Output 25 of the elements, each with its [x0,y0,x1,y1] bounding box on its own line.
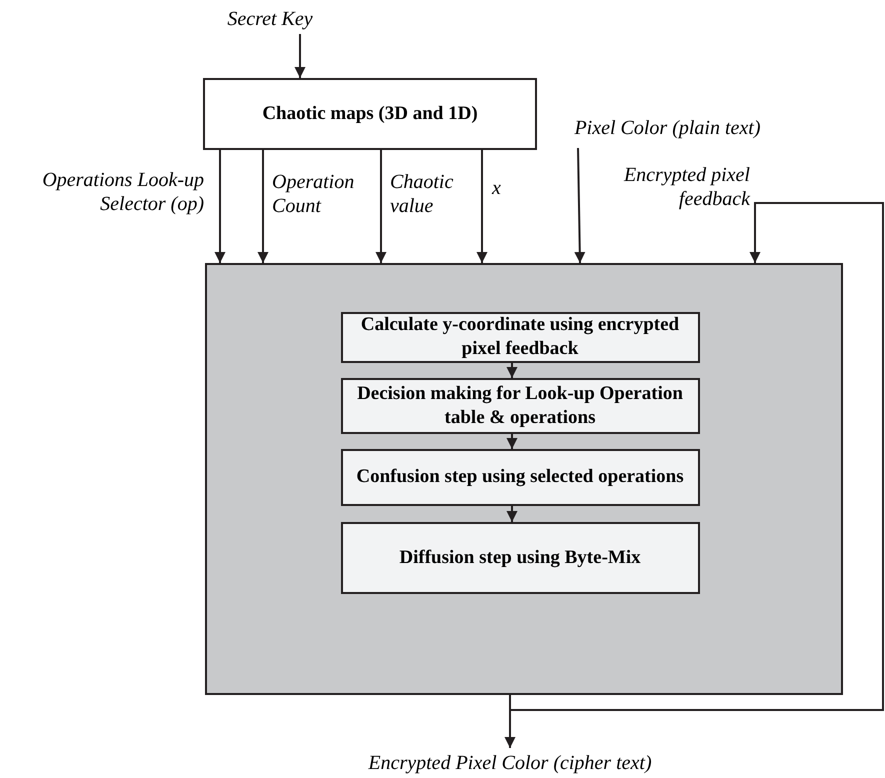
process-container [205,263,843,695]
input-label: Secret Key [215,4,325,34]
arrow [214,150,226,263]
edge-label: Operations Look-up Selector (op) [41,168,204,216]
edge-label: Operation Count [272,170,356,218]
arrow [574,148,586,264]
input-label: Encrypted Pixel Color (cipher text) [320,748,700,778]
arrow [294,34,306,78]
arrow [476,150,488,263]
process-box: Confusion step using selected operations [340,448,700,506]
arrow [506,506,518,522]
input-label: Pixel Color (plain text) [545,112,790,144]
edge-label: Encrypted pixel feedback [622,163,750,211]
edge-label: Chaotic value [390,170,454,218]
arrow [509,202,884,711]
process-box: Diffusion step using Byte-Mix [340,522,700,594]
process-box: Decision making for Look-up Operation table & operations [340,378,700,434]
arrow [504,695,516,748]
arrow [506,363,518,378]
arrow [506,434,518,449]
arrow [376,150,386,263]
process-box: Chaotic maps (3D and 1D) [203,78,537,150]
arrow [258,150,268,263]
process-box: Calculate y-coordinate using encrypted pixel feedback [340,312,700,362]
edge-label: x [492,176,502,200]
